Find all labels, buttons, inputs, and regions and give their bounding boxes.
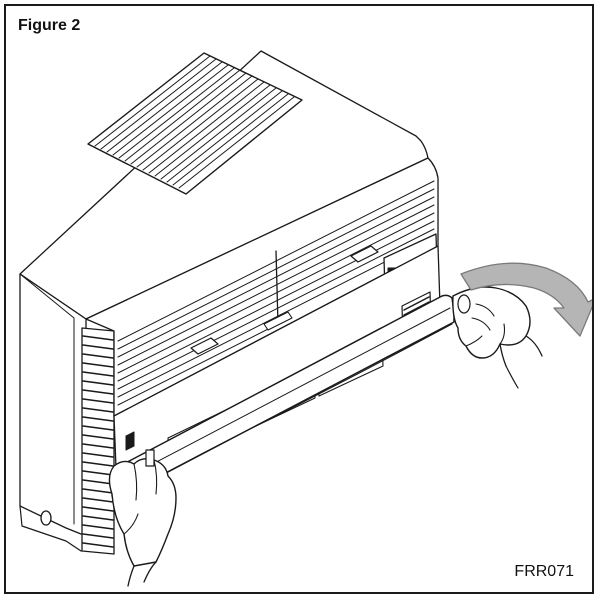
figure-title: Figure 2 <box>18 17 81 34</box>
louver-tab-icon <box>190 337 219 355</box>
swing-arrow-icon <box>460 262 592 337</box>
right-hand <box>452 286 543 367</box>
louver-tab-icon <box>350 245 379 263</box>
left-hand <box>108 449 177 587</box>
figure-code: FRR071 <box>514 563 574 580</box>
top-vent-grille <box>87 52 303 195</box>
side-louvers <box>81 327 115 555</box>
mounting-screw-icon <box>40 510 52 526</box>
figure-frame: Figure 2 FRR071 <box>4 4 594 594</box>
cabinet-left-side <box>19 273 87 537</box>
air-conditioner-illustration <box>19 50 592 587</box>
